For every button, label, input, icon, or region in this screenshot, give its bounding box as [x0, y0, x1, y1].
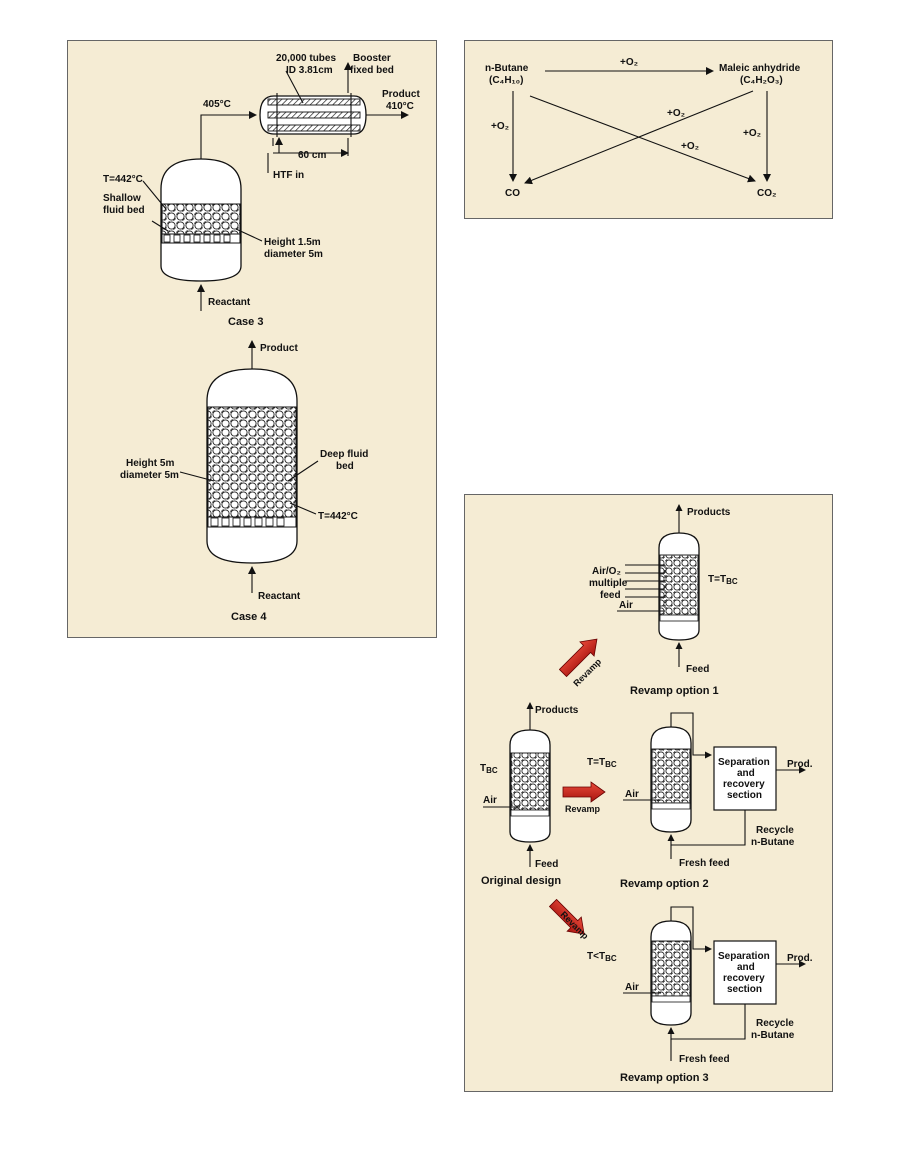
- reactor-cases-diagram: 20,000 tubes ID 3.81cm Booster fixed bed…: [103, 53, 420, 623]
- opt3-prod-label: Prod.: [787, 953, 813, 964]
- opt2-sep-3: recovery: [723, 779, 765, 790]
- booster-label-2: fixed bed: [350, 65, 394, 76]
- opt2-recycle-2: n-Butane: [751, 837, 795, 848]
- co-label: CO: [505, 188, 520, 199]
- tubes-label: 20,000 tubes: [276, 53, 336, 64]
- opt2-caption: Revamp option 2: [620, 878, 709, 890]
- case4-height-label: Height 5m: [126, 458, 174, 469]
- orig-products-label: Products: [535, 705, 579, 716]
- revamp-arrow-2: [562, 781, 606, 803]
- separation-section-2: [713, 746, 777, 811]
- case4-diameter-label: diameter 5m: [120, 470, 179, 481]
- reaction-scheme-panel: n-Butane (C₄H₁₀) Maleic anhydride (C₄H₂O…: [464, 40, 833, 219]
- booster-fixed-bed: [259, 62, 409, 157]
- opt1-temp-label: T=TBC: [708, 574, 738, 586]
- opt2-temp-sub: BC: [605, 760, 617, 769]
- o2-left: +O₂: [491, 121, 509, 132]
- opt3-sep-4: section: [727, 984, 762, 995]
- opt2-air-label: Air: [625, 789, 639, 800]
- opt1-feed-label-2: multiple: [589, 578, 628, 589]
- width-label: 60 cm: [298, 150, 326, 161]
- case3-reactor: [160, 111, 257, 311]
- revamp-arrow-3-label: Revamp: [559, 909, 591, 941]
- opt2-recycle-1: Recycle: [756, 825, 794, 836]
- revamp-options-panel: Products Air/O₂ multiple feed Air T=TBC …: [464, 494, 833, 1092]
- revamp-arrow-2-label: Revamp: [565, 804, 601, 814]
- opt2-fresh-label: Fresh feed: [679, 858, 730, 869]
- opt1-feed-label-1: Air/O₂: [592, 566, 621, 577]
- deep-bed-label: Deep fluid: [320, 449, 368, 460]
- orig-air-label: Air: [483, 795, 497, 806]
- shallow-bed-label: Shallow: [103, 193, 141, 204]
- co2-label: CO₂: [757, 188, 776, 199]
- reactor-cases-panel: 20,000 tubes ID 3.81cm Booster fixed bed…: [67, 40, 437, 638]
- htf-label: HTF in: [273, 170, 304, 181]
- opt2-sep-4: section: [727, 790, 762, 801]
- deep-bed-label-2: bed: [336, 461, 354, 472]
- butane-formula: (C₄H₁₀): [489, 75, 524, 86]
- product-label: Product: [382, 89, 420, 100]
- o2-cross1: +O₂: [667, 108, 685, 119]
- opt1-temp-sub: BC: [726, 577, 738, 586]
- o2-right: +O₂: [743, 128, 761, 139]
- case3-reactant-label: Reactant: [208, 297, 251, 308]
- revamp-option-2-reactor: [623, 712, 712, 833]
- butane-label: n-Butane: [485, 63, 529, 74]
- case4-reactant-label: Reactant: [258, 591, 301, 602]
- opt3-temp-main: T<T: [587, 951, 605, 962]
- opt3-sep-3: recovery: [723, 973, 765, 984]
- opt3-sep-1: Separation: [718, 951, 770, 962]
- product-temp-label: 410°C: [386, 101, 414, 112]
- case3-diameter-label: diameter 5m: [264, 249, 323, 260]
- orig-tbc-main: T: [480, 763, 486, 774]
- maleic-formula: (C₄H₂O₃): [740, 75, 783, 86]
- opt3-temp-sub: BC: [605, 954, 617, 963]
- opt3-caption: Revamp option 3: [620, 1072, 709, 1084]
- opt1-feed-label-3: feed: [600, 590, 621, 601]
- revamp-options-diagram: Products Air/O₂ multiple feed Air T=TBC …: [480, 504, 813, 1084]
- tube-id-label: ID 3.81cm: [286, 65, 333, 76]
- opt3-air-label: Air: [625, 982, 639, 993]
- opt1-products-label: Products: [687, 507, 731, 518]
- revamp-option-3-reactor: [623, 906, 712, 1026]
- case4-reactor: [206, 340, 298, 593]
- opt3-temp-label: T<TBC: [587, 951, 617, 963]
- opt1-temp-main: T=T: [708, 574, 726, 585]
- opt3-recycle-2: n-Butane: [751, 1030, 795, 1041]
- opt1-caption: Revamp option 1: [630, 685, 719, 697]
- opt2-sep-2: and: [737, 768, 755, 779]
- opt2-temp-main: T=T: [587, 757, 605, 768]
- revamp-option-1-reactor: [617, 504, 700, 667]
- inlet-temp-label: 405°C: [203, 99, 231, 110]
- revamp-arrow-3: [548, 898, 585, 935]
- opt2-temp-label: T=TBC: [587, 757, 617, 769]
- opt3-sep-2: and: [737, 962, 755, 973]
- orig-tbc-label: TBC: [480, 763, 498, 775]
- opt1-feed-label: Feed: [686, 664, 709, 675]
- booster-label: Booster: [353, 53, 391, 64]
- orig-tbc-sub: BC: [486, 766, 498, 775]
- opt3-recycle-1: Recycle: [756, 1018, 794, 1029]
- case3-height-label: Height 1.5m: [264, 237, 321, 248]
- opt2-sep-1: Separation: [718, 757, 770, 768]
- o2-top: +O₂: [620, 57, 638, 68]
- opt3-fresh-label: Fresh feed: [679, 1054, 730, 1065]
- opt2-prod-label: Prod.: [787, 759, 813, 770]
- orig-caption: Original design: [481, 875, 561, 887]
- shallow-bed-label-2: fluid bed: [103, 205, 145, 216]
- original-design-reactor: [483, 702, 551, 867]
- o2-cross2: +O₂: [681, 141, 699, 152]
- opt1-air-label: Air: [619, 600, 633, 611]
- case3-caption: Case 3: [228, 316, 263, 328]
- maleic-label: Maleic anhydride: [719, 63, 801, 74]
- revamp-arrow-1: [558, 638, 598, 678]
- case4-caption: Case 4: [231, 611, 267, 623]
- distributor-plate: [161, 233, 241, 244]
- case4-product-label: Product: [260, 343, 298, 354]
- case3-temp-label: T=442°C: [103, 174, 143, 185]
- case4-temp-label: T=442°C: [318, 511, 358, 522]
- orig-feed-label: Feed: [535, 859, 558, 870]
- reaction-scheme-diagram: n-Butane (C₄H₁₀) Maleic anhydride (C₄H₂O…: [485, 57, 801, 199]
